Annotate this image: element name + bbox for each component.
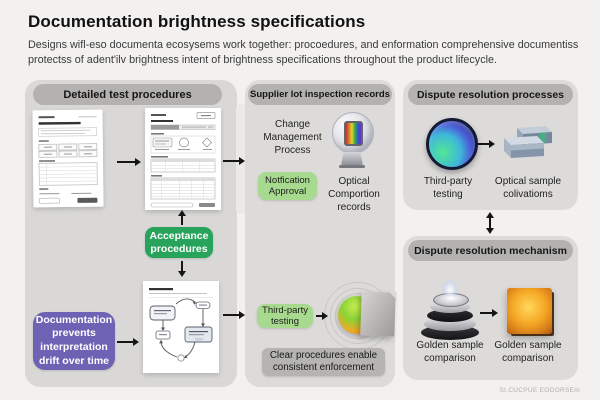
panel-dispute-resolution-processes: Dispute resolution processes Third-party… xyxy=(403,80,578,210)
clear-procedures-badge: Clear procedures enable consistent enfor… xyxy=(262,348,385,376)
panel-supplier-lot-records: Supplier lot inspection records Change M… xyxy=(245,80,396,387)
panel-title-supplier-lot: Supplier lot inspection records xyxy=(248,84,392,105)
flowchart-document-icon xyxy=(143,281,219,373)
panel-dispute-resolution-mechanism: Dispute resolution mechanism Golden samp… xyxy=(403,236,578,380)
documentation-drift-badge: Documentation prevents interpretation dr… xyxy=(33,312,115,370)
lens-icon xyxy=(426,118,478,170)
panel-detailed-test-procedures: Detailed test procedures xyxy=(25,80,237,387)
arrow-drift-to-flowchart xyxy=(117,338,139,346)
target-document-icon xyxy=(324,280,403,352)
disc-3 xyxy=(427,309,473,322)
panel-title-detailed-test: Detailed test procedures xyxy=(33,84,222,105)
glowing-cube-icon xyxy=(507,288,552,334)
arrow-doc1-to-doc2 xyxy=(117,158,141,166)
watermark: St.CUCPUE EODORSEm xyxy=(499,387,580,394)
test-procedure-document-2-icon xyxy=(145,108,221,210)
third-party-testing-badge: Third-party testing xyxy=(257,304,313,328)
optical-comportion-label: Optical Comportion records xyxy=(328,176,380,213)
acceptance-procedures-badge: Acceptance procedures xyxy=(145,227,213,258)
notification-approval-badge: Notfication Approval xyxy=(258,172,317,200)
panel-title-dispute-processes: Dispute resolution processes xyxy=(408,84,573,105)
change-management-label: Change Management Process xyxy=(263,119,322,156)
bulb-spectrum xyxy=(344,121,363,146)
arrow-discs-to-cube xyxy=(480,309,498,317)
test-procedure-document-1-icon xyxy=(32,109,104,208)
arrow-acceptance-to-doc2 xyxy=(178,210,186,225)
arrow-between-dispute-panels xyxy=(486,212,494,234)
bulb-foot xyxy=(339,165,365,168)
stacked-discs-icon xyxy=(421,280,479,340)
bulb-glass xyxy=(332,112,374,154)
third-party-testing-label: Third-party testing xyxy=(423,176,473,200)
golden-sample-left-label: Golden sample comparison xyxy=(416,340,484,364)
arrow-lens-to-boxes xyxy=(477,140,495,148)
arrow-acceptance-to-flowchart xyxy=(178,261,186,277)
arrow-testing-to-target xyxy=(316,312,328,320)
bulb-base xyxy=(341,152,363,165)
panel-title-dispute-mechanism: Dispute resolution mechanism xyxy=(408,240,573,261)
page-header: Documentation brightness specifications … xyxy=(28,12,584,67)
light-beam xyxy=(442,280,458,296)
gray-document-icon xyxy=(360,291,396,337)
arrow-left-to-middle-top xyxy=(223,157,245,165)
sample-boxes-icon xyxy=(501,123,555,161)
optical-bulb-icon xyxy=(330,112,374,174)
page-title: Documentation brightness specifications xyxy=(28,12,366,31)
optical-sample-label: Optical sample colivatioms xyxy=(494,176,562,200)
page-subtitle: Designs wifl-eso documenta ecosysems wor… xyxy=(28,39,579,66)
arrow-left-to-middle-bottom xyxy=(223,311,245,319)
golden-sample-right-label: Golden sample comparison xyxy=(494,340,562,364)
